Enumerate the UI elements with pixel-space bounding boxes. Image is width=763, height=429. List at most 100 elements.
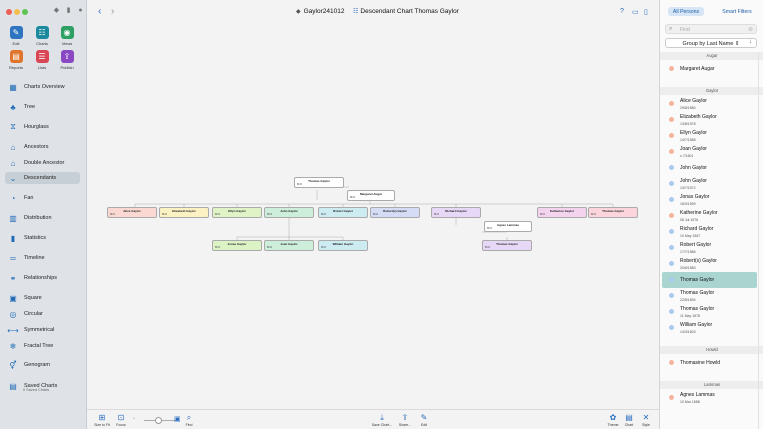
- person-date: 22/8/1594: [680, 298, 696, 302]
- zoom-window-button[interactable]: [22, 9, 28, 15]
- close-window-button[interactable]: [6, 9, 12, 15]
- sidebar-item-saved-charts[interactable]: ▤Saved Charts: [5, 380, 80, 392]
- sidebar-item-ancestors[interactable]: ⌂Ancestors: [5, 141, 80, 153]
- sidebar-item-descendants[interactable]: ⌄Descendants: [5, 172, 80, 184]
- edit-button[interactable]: ✎Edit: [413, 413, 435, 427]
- sidebar-item-distribution[interactable]: ▥Distribution: [5, 212, 80, 224]
- clear-icon[interactable]: ⊗: [747, 27, 753, 33]
- sidebar-item-relationships[interactable]: ⚭Relationships: [5, 272, 80, 284]
- minimize-window-button[interactable]: [14, 9, 20, 15]
- panel-toggle-icon[interactable]: ▭: [632, 9, 639, 16]
- sidebar-item-symmetrical[interactable]: ⟷Symmetrical: [5, 324, 80, 336]
- person-date: c.7/1601: [680, 154, 694, 158]
- all-persons-tab[interactable]: All Persons: [668, 7, 704, 16]
- zoom-slider-knob[interactable]: [155, 417, 162, 424]
- sidebar-item-charts-overview[interactable]: ▦Charts Overview: [5, 81, 80, 93]
- person-list-item[interactable]: Thomasine Howld: [662, 355, 757, 371]
- tag-icon[interactable]: ◆: [53, 7, 60, 14]
- publish-button[interactable]: ⇪Publish: [54, 50, 80, 70]
- save-chart-button[interactable]: ⤓Save Chart...: [371, 413, 393, 427]
- views-button[interactable]: ◉Views: [54, 26, 80, 46]
- find-button[interactable]: ⌕Find: [178, 413, 200, 427]
- publish-icon: ⇪: [60, 50, 74, 63]
- smart-filters-tab[interactable]: Smart Filters: [722, 8, 752, 15]
- chart-title: ☷Descendant Chart Thomas Gaylor: [353, 8, 459, 15]
- find-field[interactable]: ⌕ Find ⊗: [665, 24, 757, 34]
- sidebar-item-genogram[interactable]: ⚥Genogram: [5, 359, 80, 371]
- sidebar-item-tree[interactable]: ♣Tree: [5, 101, 80, 113]
- chart-button[interactable]: ▤Chart: [618, 413, 640, 427]
- charts-button[interactable]: ☷Charts: [29, 26, 55, 46]
- sidebar-item-statistics[interactable]: ▮Statistics: [5, 232, 80, 244]
- sidebar-item-fractal-tree[interactable]: ❄Fractal Tree: [5, 340, 80, 352]
- person-card-birth: Birth: [373, 213, 379, 216]
- forward-arrow-icon[interactable]: ›: [111, 6, 115, 17]
- person-list-item[interactable]: John Gaylor: [662, 160, 757, 176]
- reports-button[interactable]: ▤Reports: [3, 50, 29, 70]
- help-icon[interactable]: ?: [620, 8, 624, 15]
- sidebar-toggle-icon[interactable]: ▯: [644, 9, 648, 16]
- sidebar-item-label: Square: [24, 295, 42, 301]
- sidebar-item-double-ancestor[interactable]: ⌂Double Ancestor: [5, 157, 80, 169]
- zoom-out-icon[interactable]: ▫: [133, 416, 135, 422]
- person-list-item[interactable]: Margaret Augar: [662, 61, 757, 77]
- sidebar-item-square[interactable]: ▣Square: [5, 292, 80, 304]
- zoom-in-icon[interactable]: ▣: [174, 416, 181, 423]
- tree-icon: ♣: [10, 102, 16, 112]
- share-button[interactable]: ⇪Share...: [394, 413, 416, 427]
- group-by-select[interactable]: Group by Last Name ⇕: [665, 38, 757, 48]
- theme-button[interactable]: ✿Theme: [602, 413, 624, 427]
- size-to-fit-button[interactable]: ⊞Size to Fit: [91, 413, 113, 427]
- scrollbar[interactable]: [758, 52, 759, 429]
- sidebar-item-timeline[interactable]: ═Timeline: [5, 252, 80, 264]
- male-icon: [669, 261, 674, 266]
- edit-button[interactable]: ✎Edit: [3, 26, 29, 46]
- sidebar-item-fan[interactable]: ◔Fan: [5, 192, 80, 204]
- bookmark-icon[interactable]: ▮: [66, 7, 71, 14]
- chart-topbar: ‹ › ◆Gaylor241012 ☷Descendant Chart Thom…: [87, 0, 659, 24]
- focus-button[interactable]: ⊡Focus: [110, 413, 132, 427]
- style-button[interactable]: ✕Style: [635, 413, 657, 427]
- back-arrow-icon[interactable]: ‹: [98, 6, 102, 17]
- person-icon[interactable]: ●: [78, 7, 83, 14]
- lists-button[interactable]: ☰Lists: [29, 50, 55, 70]
- male-icon: [669, 229, 674, 234]
- sidebar-item-hourglass[interactable]: ⧖Hourglass: [5, 121, 80, 133]
- person-date: 29/8/1580: [680, 106, 696, 110]
- person-list-item[interactable]: Thomas Gaylor: [662, 272, 757, 288]
- share-label: Share...: [398, 423, 412, 427]
- sort-icon[interactable]: ↓: [749, 39, 752, 45]
- sidebar-item-circular[interactable]: ◎Circular: [5, 308, 80, 320]
